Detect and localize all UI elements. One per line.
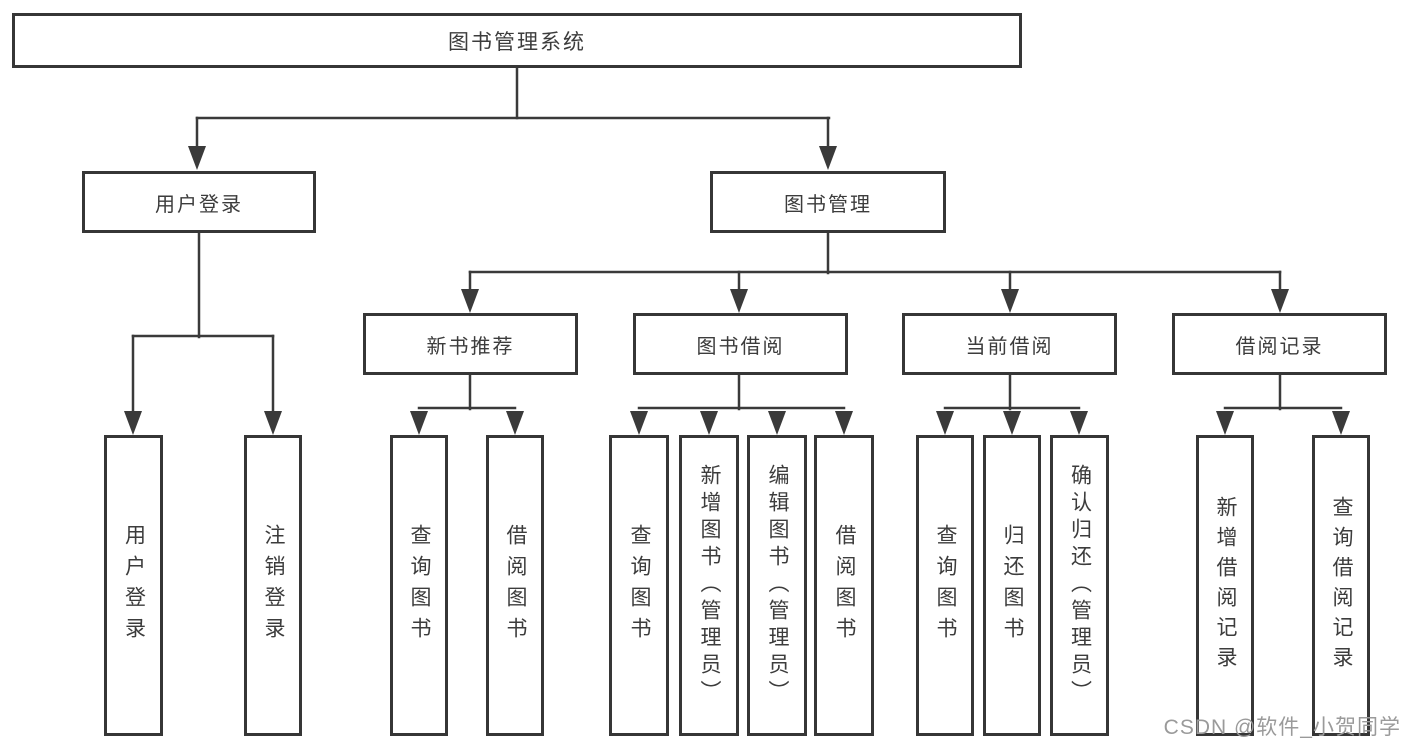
node-query-books-1: 查询图书 (390, 435, 448, 736)
node-query-books-3: 查询图书 (916, 435, 974, 736)
node-query-borrow-record: 查询借阅记录 (1312, 435, 1370, 736)
node-return-books: 归还图书 (983, 435, 1041, 736)
node-add-book-admin: 新增图书（管理员） (679, 435, 739, 736)
node-borrow-books-2: 借阅图书 (814, 435, 874, 736)
node-add-borrow-record: 新增借阅记录 (1196, 435, 1254, 736)
node-user-login-leaf: 用户登录 (104, 435, 163, 736)
node-edit-book-admin: 编辑图书（管理员） (747, 435, 807, 736)
node-book-borrow: 图书借阅 (633, 313, 848, 375)
node-confirm-return-admin: 确认归还（管理员） (1050, 435, 1109, 736)
node-borrow-records: 借阅记录 (1172, 313, 1387, 375)
node-current-borrow: 当前借阅 (902, 313, 1117, 375)
node-book-management: 图书管理 (710, 171, 946, 233)
node-borrow-books-1: 借阅图书 (486, 435, 544, 736)
node-user-login: 用户登录 (82, 171, 316, 233)
node-query-books-2: 查询图书 (609, 435, 669, 736)
node-new-book-recommend: 新书推荐 (363, 313, 578, 375)
watermark: CSDN @软件_小贺同学 (1163, 716, 1401, 739)
node-logout: 注销登录 (244, 435, 302, 736)
node-root: 图书管理系统 (12, 13, 1022, 68)
